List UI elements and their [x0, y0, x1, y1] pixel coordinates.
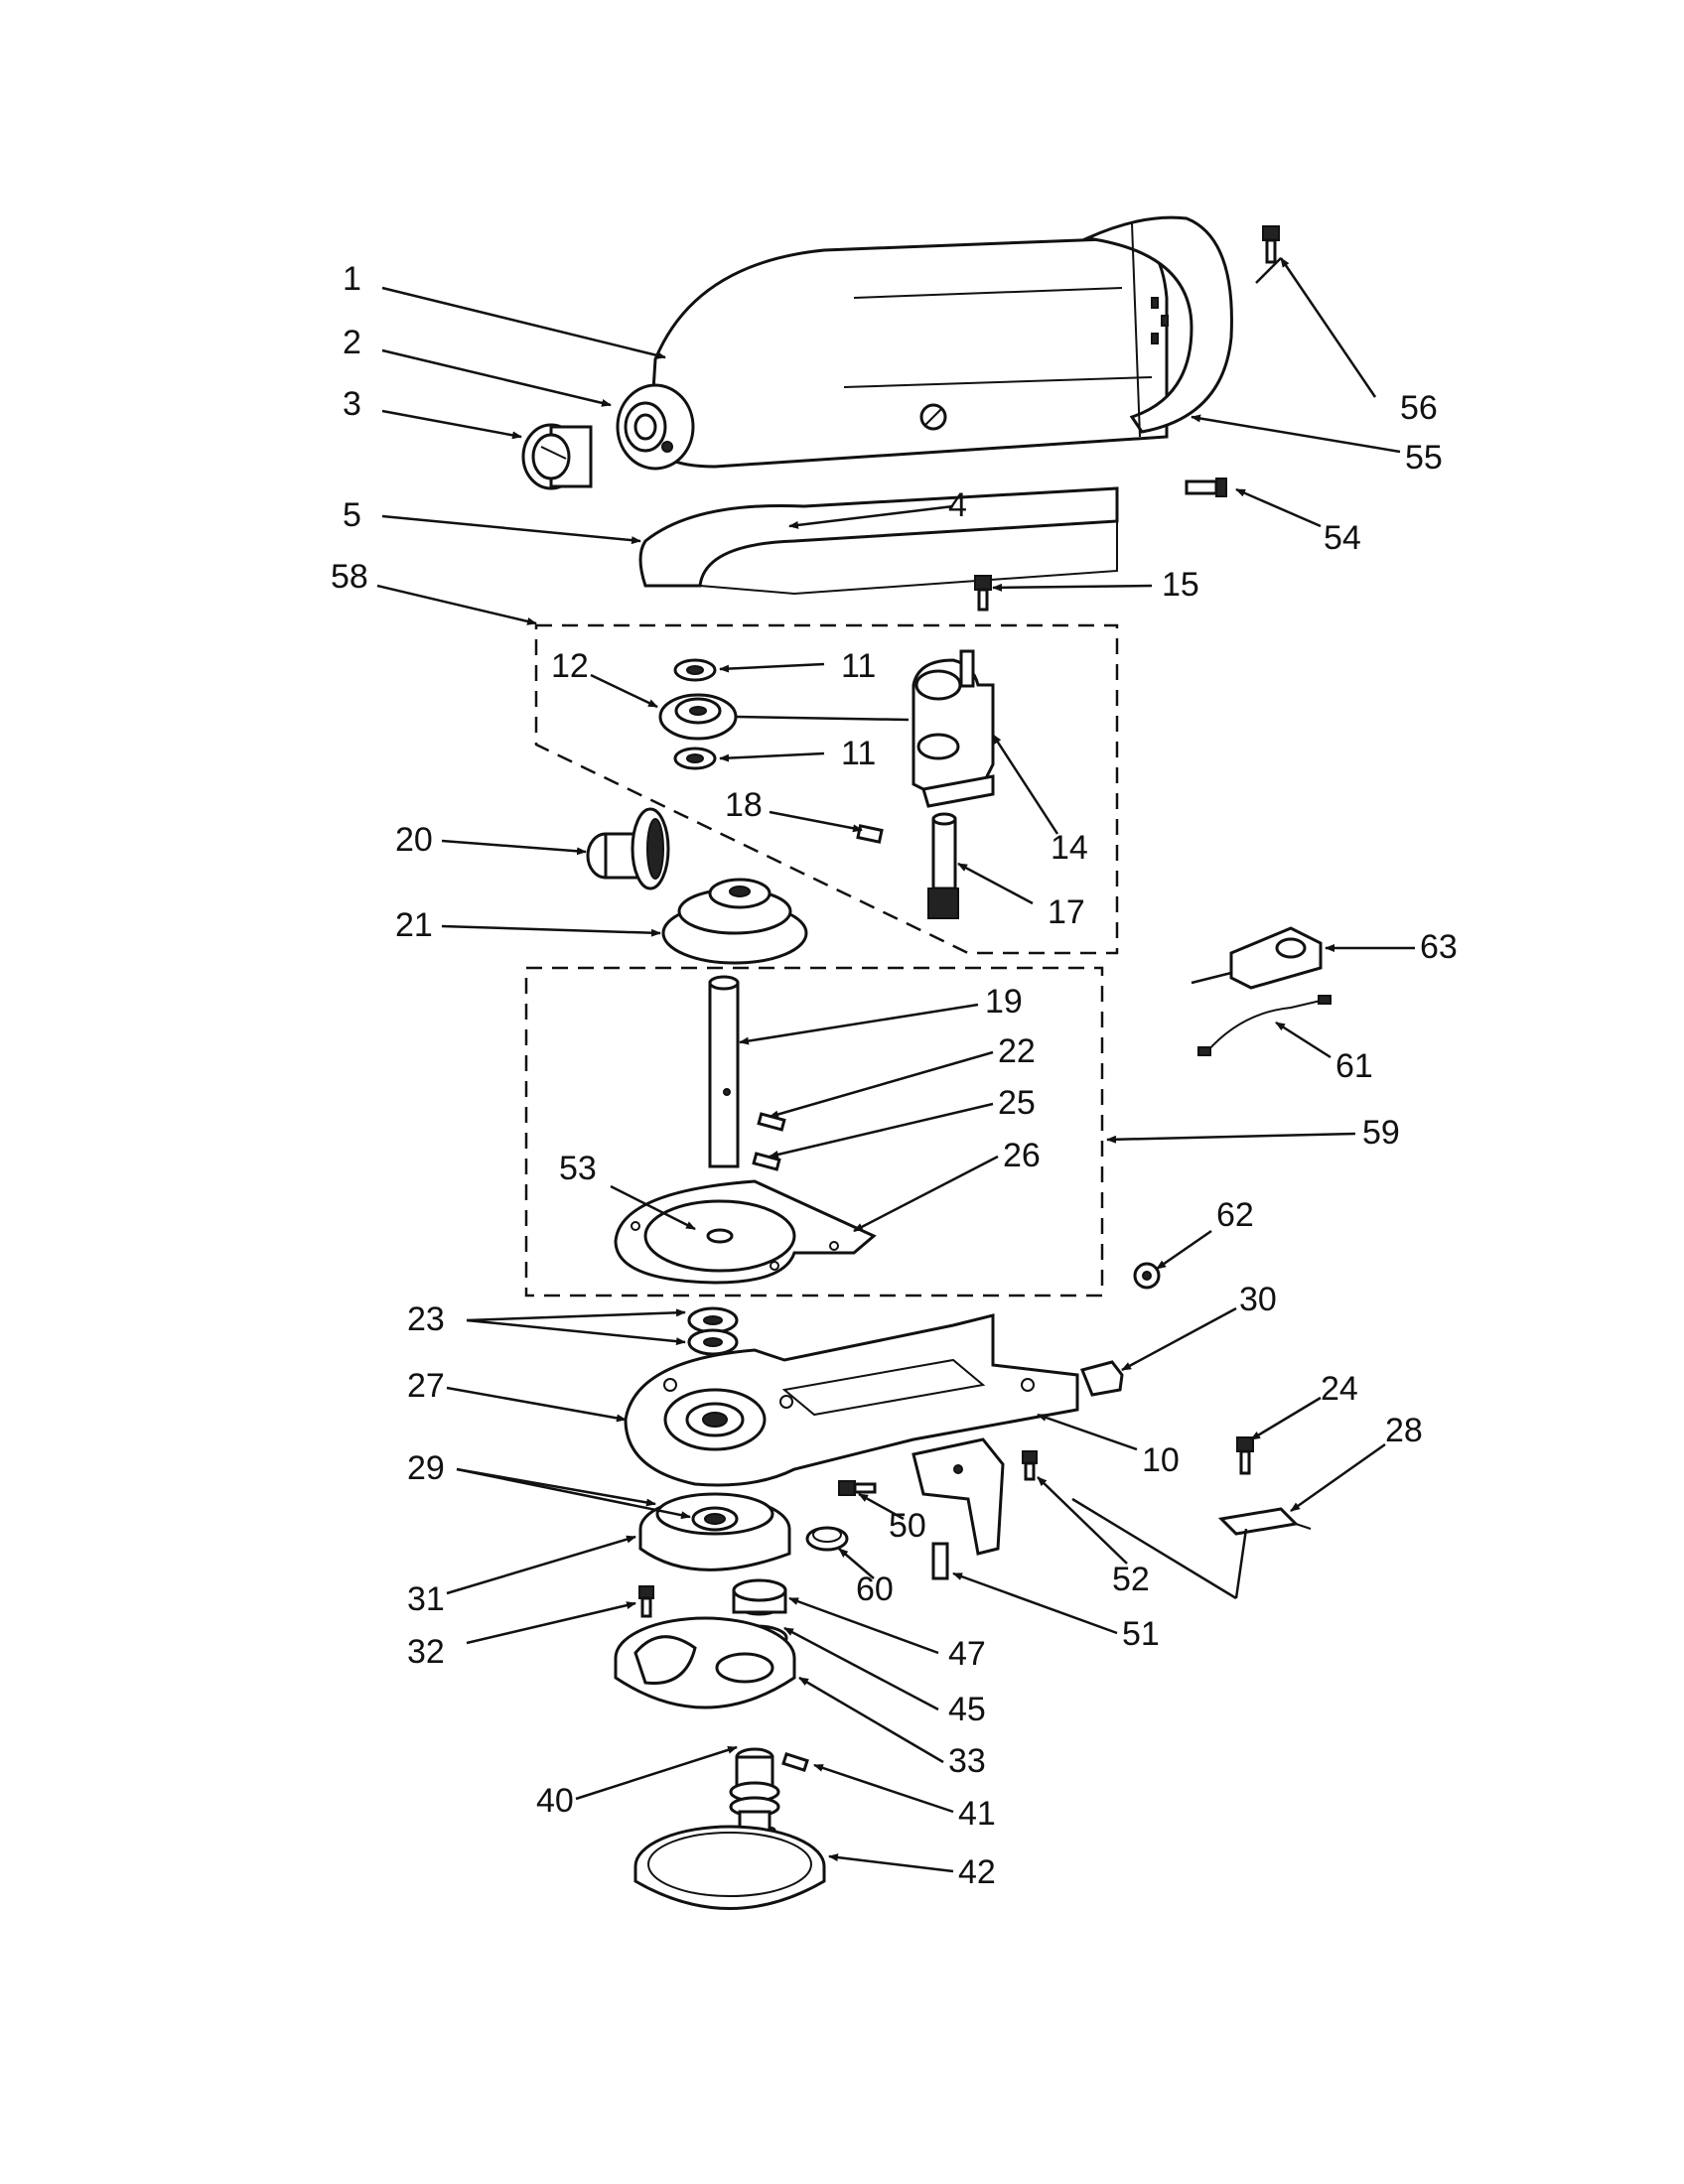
callout-45: 45: [948, 1691, 986, 1728]
callout-23: 23: [407, 1300, 445, 1338]
screw-24: [1236, 1436, 1254, 1475]
callout-21: 21: [395, 906, 433, 944]
pinion-gear-20: [586, 807, 670, 890]
plate-53: [643, 1199, 796, 1273]
callout-55: 55: [1405, 439, 1443, 477]
callout-52: 52: [1112, 1561, 1150, 1598]
washer-62: [1133, 1262, 1161, 1290]
rear-cover: [1081, 215, 1233, 438]
callout-54: 54: [1324, 519, 1361, 557]
switch-63: [1191, 926, 1323, 990]
leader-lines: [376, 257, 1415, 1873]
callout-1: 1: [343, 260, 361, 298]
callout-27: 27: [407, 1367, 445, 1405]
callout-61: 61: [1335, 1047, 1373, 1085]
callout-11-top: 11: [841, 647, 876, 685]
gear-case-27: [624, 1313, 1079, 1487]
callout-50: 50: [889, 1507, 926, 1545]
ground-strap-28: [1217, 1507, 1312, 1536]
clip-30: [1079, 1360, 1124, 1397]
callout-41: 41: [958, 1795, 996, 1833]
callout-33: 33: [948, 1742, 986, 1780]
group-58-outline: [534, 623, 1119, 955]
callout-29: 29: [407, 1449, 445, 1487]
callout-28: 28: [1385, 1412, 1423, 1449]
attachment-hub: [616, 383, 695, 471]
ring-gear-31: [638, 1492, 791, 1571]
callout-22: 22: [998, 1032, 1036, 1070]
gear-12: [658, 693, 738, 741]
callout-18: 18: [725, 786, 763, 824]
callout-30: 30: [1239, 1281, 1277, 1318]
screw-50: [838, 1480, 877, 1496]
pin-25: [752, 1152, 781, 1171]
callout-12: 12: [551, 647, 589, 685]
screw-56: [1262, 225, 1280, 264]
callout-32: 32: [407, 1633, 445, 1671]
callout-11-bottom: 11: [841, 735, 876, 772]
callout-51: 51: [1122, 1615, 1160, 1653]
callout-60: 60: [856, 1570, 894, 1608]
motor-housing: [648, 236, 1169, 469]
pin-41: [781, 1751, 809, 1773]
callout-40: 40: [536, 1782, 574, 1820]
trim-band: [638, 486, 1119, 596]
callout-5: 5: [343, 496, 361, 534]
gear-47: [732, 1578, 787, 1616]
callout-56: 56: [1400, 389, 1438, 427]
screw-15: [974, 575, 992, 612]
callout-4: 4: [948, 486, 967, 524]
washer-11-top: [673, 658, 717, 682]
callout-20: 20: [395, 821, 433, 859]
callout-10: 10: [1142, 1441, 1180, 1479]
planetary-cover-42: [633, 1825, 826, 1910]
shaft-19: [708, 975, 740, 1168]
group-59-outline: [524, 966, 1104, 1297]
screw-32: [638, 1585, 654, 1618]
screw-52: [1022, 1450, 1038, 1481]
callout-24: 24: [1321, 1370, 1358, 1408]
wire-61: [1197, 995, 1332, 1056]
spring-60: [805, 1526, 849, 1552]
callout-26: 26: [1003, 1137, 1041, 1174]
pin-18: [856, 824, 884, 844]
callout-17: 17: [1048, 893, 1085, 931]
callout-15: 15: [1162, 566, 1199, 604]
latch-plate: [912, 1437, 1005, 1556]
worm-shaft-17: [927, 812, 959, 919]
washer-11-bottom: [673, 747, 717, 770]
callout-3: 3: [343, 385, 361, 423]
callout-63: 63: [1420, 928, 1458, 966]
screw-54: [1185, 478, 1227, 497]
planetary-housing-33: [614, 1616, 796, 1709]
washers-23: [687, 1306, 739, 1356]
callout-58: 58: [331, 558, 368, 596]
callout-42: 42: [958, 1853, 996, 1891]
callout-labels: 1 2 3 4 5 10 11 11 12 14 15 17 18 19 20 …: [331, 260, 1458, 1891]
callout-53: 53: [559, 1150, 597, 1187]
callout-31: 31: [407, 1580, 445, 1618]
callout-19: 19: [985, 983, 1023, 1021]
bevel-gear-21: [661, 878, 808, 965]
callout-59: 59: [1362, 1114, 1400, 1152]
hub-cap: [521, 423, 593, 490]
callout-47: 47: [948, 1635, 986, 1673]
bracket-14: [912, 649, 995, 808]
callout-62: 62: [1216, 1196, 1254, 1234]
pin-51: [931, 1542, 949, 1580]
callout-25: 25: [998, 1084, 1036, 1122]
callout-2: 2: [343, 324, 361, 361]
callout-14: 14: [1051, 829, 1088, 867]
